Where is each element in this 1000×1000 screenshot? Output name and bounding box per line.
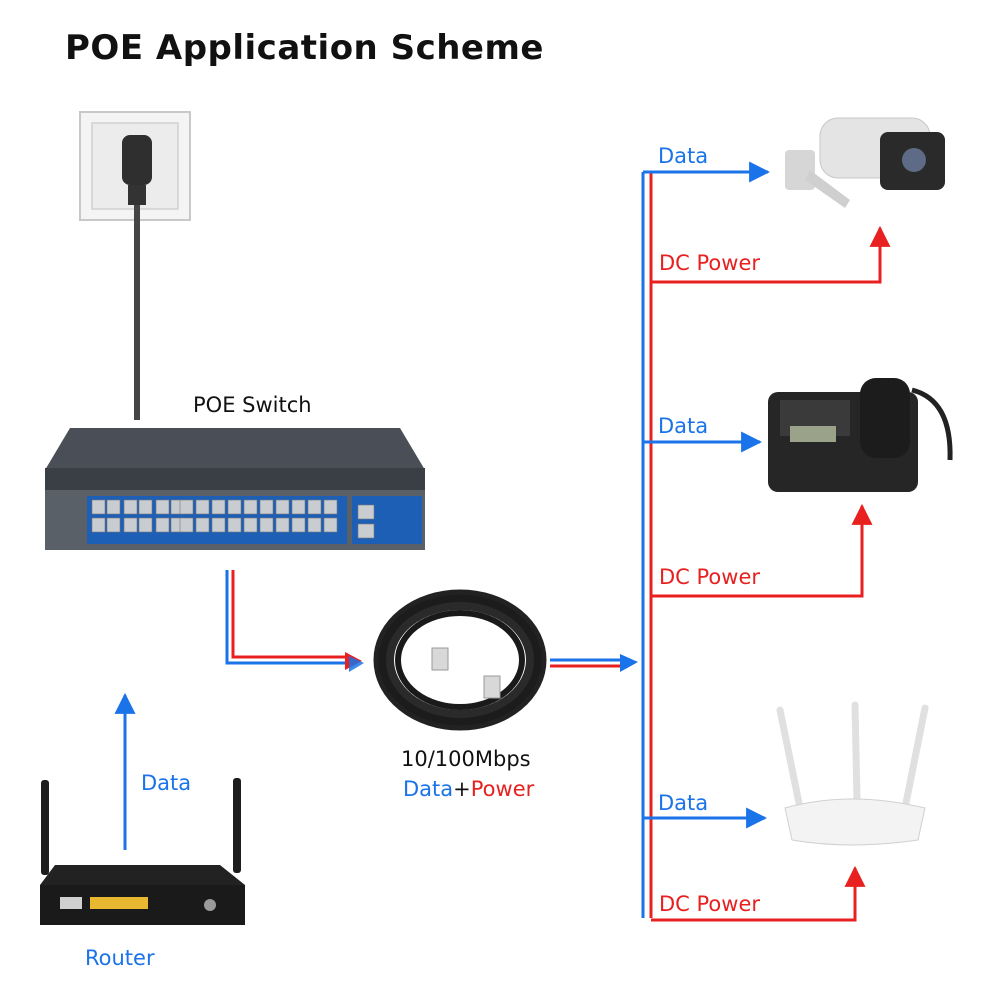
ap-data-label: Data — [658, 791, 709, 815]
switch-to-cable-link — [225, 570, 364, 672]
wireless-ap-icon — [776, 701, 929, 846]
ethernet-cable-icon — [373, 589, 547, 731]
router-icon — [40, 778, 245, 925]
switch-label: POE Switch — [193, 393, 312, 417]
router-label: Router — [85, 946, 155, 970]
cable-data-label: Data — [403, 777, 454, 801]
cable-to-bus-link — [550, 654, 638, 672]
phone-power-label: DC Power — [659, 565, 761, 589]
ap-power-label: DC Power — [659, 892, 761, 916]
cable-speed-label: 10/100Mbps — [401, 747, 531, 771]
cable-plus-label: + — [453, 777, 471, 801]
ap-power-arrow — [651, 865, 866, 922]
wall-socket-icon — [79, 111, 191, 221]
phone-data-label: Data — [658, 414, 709, 438]
phone-power-arrow — [651, 503, 873, 598]
cable-power-label: Power — [470, 777, 535, 801]
poe-switch-icon — [45, 428, 425, 550]
router-data-label: Data — [141, 771, 192, 795]
cable-label: Data+Power — [403, 777, 534, 801]
camera-data-label: Data — [658, 144, 709, 168]
camera-power-arrow — [651, 225, 891, 284]
camera-power-label: DC Power — [659, 251, 761, 275]
ip-camera-icon — [785, 117, 945, 208]
page-title: POE Application Scheme — [65, 28, 544, 68]
ip-phone-icon — [768, 378, 953, 492]
